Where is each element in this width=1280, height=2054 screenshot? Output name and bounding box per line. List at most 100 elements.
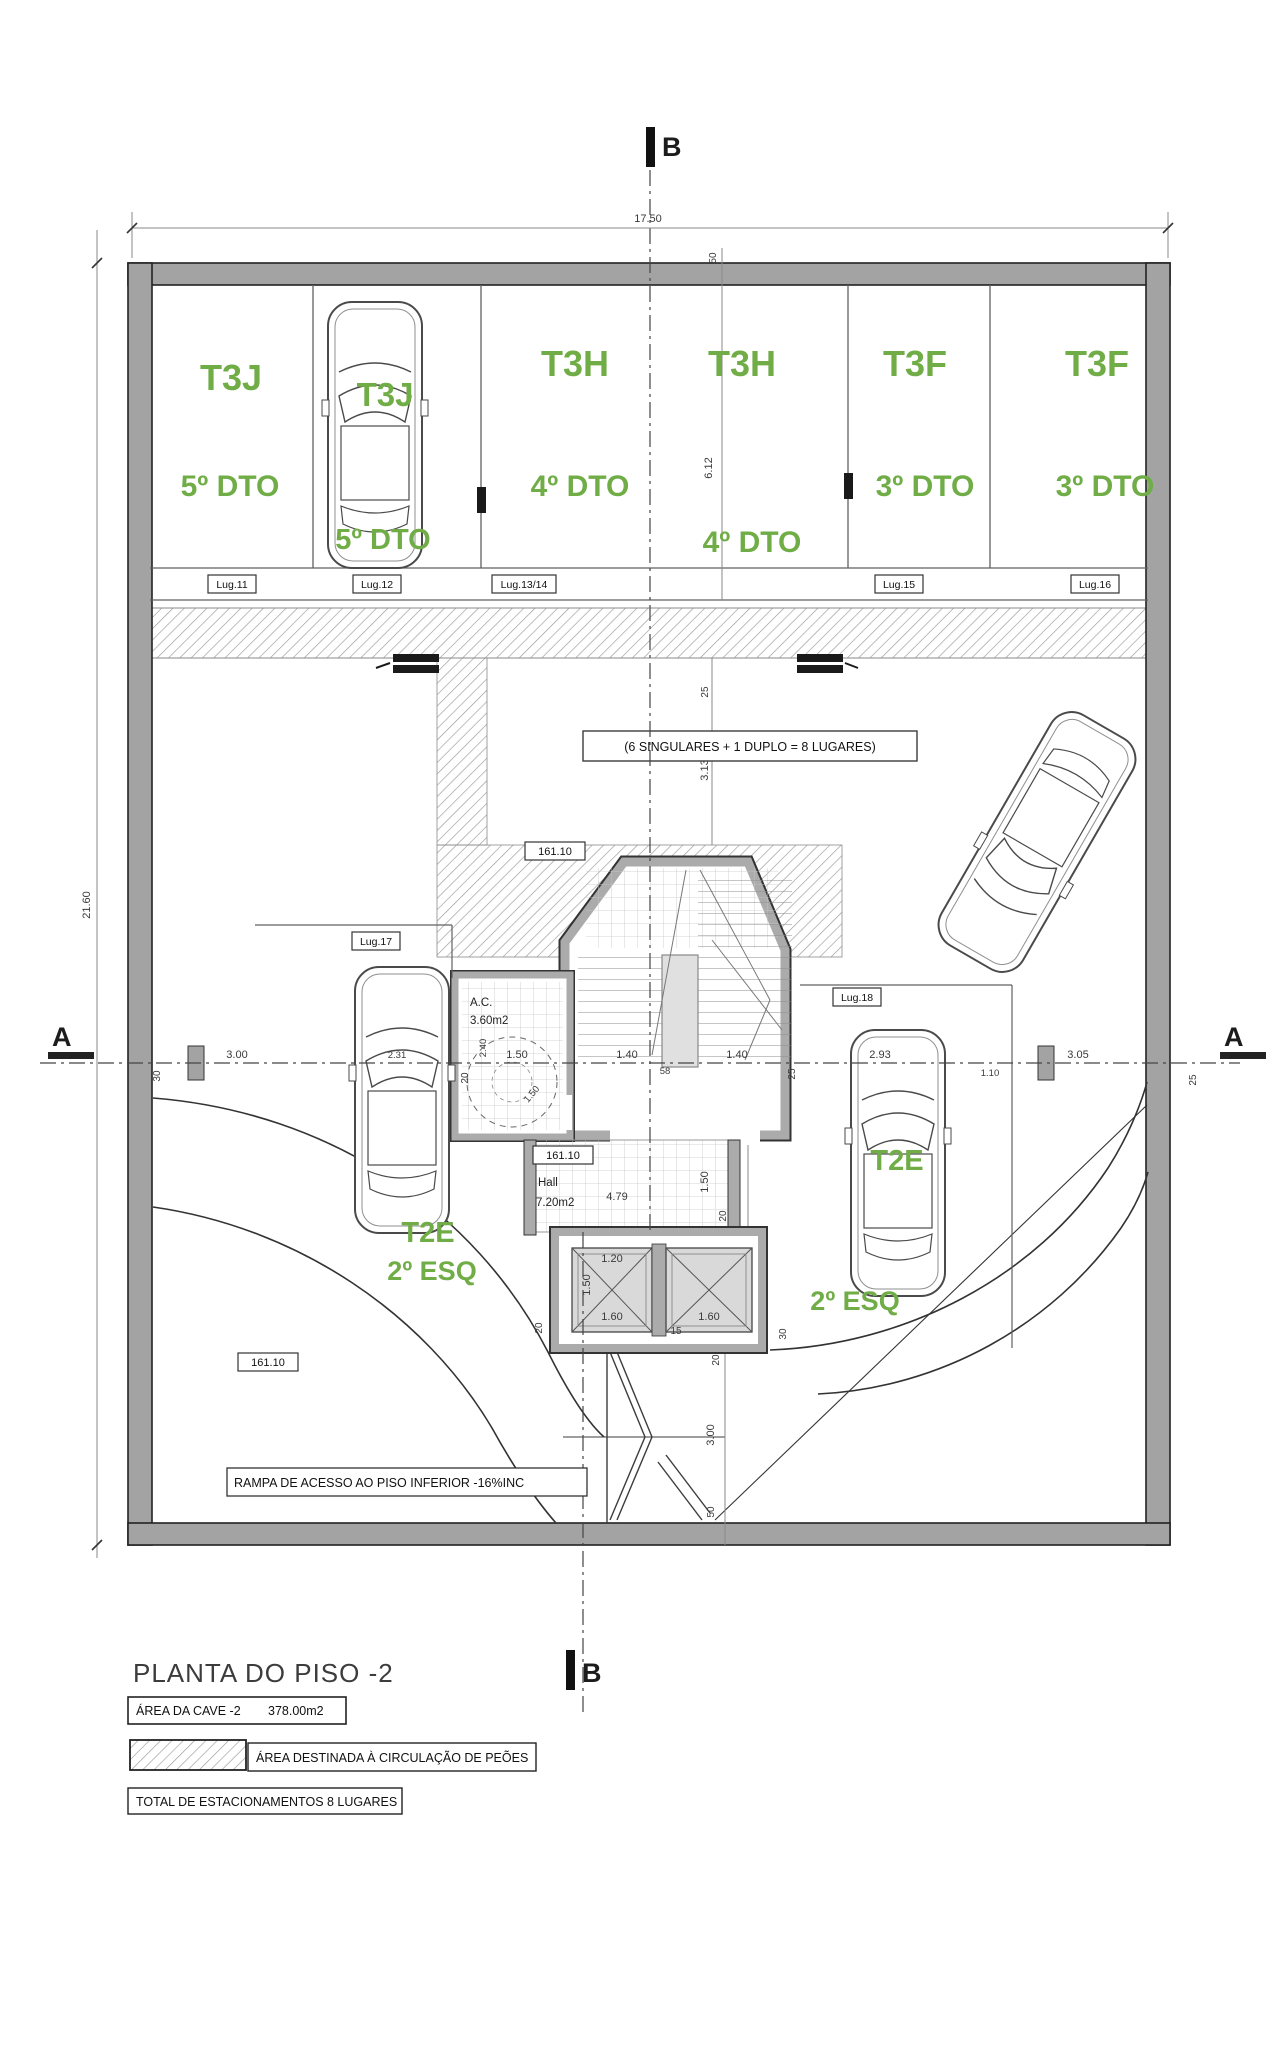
unit-label-t3h: T3H <box>541 343 609 384</box>
dim-lift-30: 30 <box>778 1328 789 1340</box>
ramp-note: RAMPA DE ACESSO AO PISO INFERIOR -16%INC <box>226 1467 588 1497</box>
unit-label-t2e-left: T2E <box>401 1217 454 1249</box>
floor-label-4dto: 4º DTO <box>531 470 630 503</box>
legend-cave-area: ÁREA DA CAVE -2 378.00m2 <box>127 1696 347 1725</box>
legend-total: TOTAL DE ESTACIONAMENTOS 8 LUGARES <box>127 1787 403 1815</box>
dim-ramp-20: 20 <box>711 1354 722 1366</box>
ramp-note-text: RAMPA DE ACESSO AO PISO INFERIOR -16%INC <box>234 1476 524 1490</box>
dim-row-110: 1.10 <box>981 1068 1000 1079</box>
dim-hall-150: 1.50 <box>699 1171 711 1192</box>
level-value: 161.10 <box>538 846 572 858</box>
section-marker-b-bottom: B <box>566 1650 602 1690</box>
dim-lift-150: 1.50 <box>581 1274 593 1295</box>
unit-label-t3f-2: T3F <box>1065 343 1129 384</box>
section-letter-b: B <box>662 132 682 162</box>
double-door-symbol <box>375 654 439 673</box>
level-marker-hall: 161.10 <box>532 1145 594 1165</box>
column-pillar <box>477 487 486 513</box>
stall-id-lug12: Lug.12 <box>352 574 402 594</box>
legend-total-label: TOTAL DE ESTACIONAMENTOS 8 LUGARES <box>136 1795 397 1809</box>
stall-id-lug11: Lug.11 <box>207 574 257 594</box>
floor-label-2esq-right: 2º ESQ <box>810 1286 899 1316</box>
section-letter-a: A <box>1224 1022 1244 1052</box>
dim-ramp-50: 50 <box>706 1506 717 1518</box>
stall-depth-dimension: 50 6.12 <box>703 248 723 600</box>
plan-title: PLANTA DO PISO -2 <box>133 1658 394 1688</box>
parking-stall-lines <box>150 285 1148 601</box>
dim-row-240: 2.40 <box>478 1039 489 1058</box>
dim-ramp-300: 3.00 <box>705 1424 717 1445</box>
duct-circle <box>466 1036 558 1128</box>
legend-circulation: ÁREA DESTINADA À CIRCULAÇÃO DE PEÕES <box>129 1739 537 1772</box>
car-top-view-turning <box>923 699 1151 985</box>
section-marker-a-right: A <box>1220 1022 1266 1059</box>
double-door-symbol <box>797 654 859 673</box>
exterior-walls <box>127 262 1171 1546</box>
level-marker-ramp: 161.10 <box>237 1352 299 1372</box>
stall-id-lug16: Lug.16 <box>1070 574 1120 594</box>
dim-lift-120: 1.20 <box>601 1253 622 1265</box>
unit-label-t2e-right: T2E <box>870 1145 923 1177</box>
hall-area: 7.20m2 <box>536 1197 574 1209</box>
stall-id-text: Lug.15 <box>883 579 915 591</box>
hall: 161.10 Hall 7.20m2 4.79 1.50 20 <box>523 1139 749 1236</box>
hatch-swatch <box>129 1739 247 1771</box>
overall-dimensions <box>91 212 1174 1558</box>
dim-row-305: 3.05 <box>1067 1049 1088 1061</box>
floor-label-2esq-left: 2º ESQ <box>387 1256 476 1286</box>
dim-row-300: 3.00 <box>226 1049 247 1061</box>
aa-dimension-row: 30 3.00 2.31 20 2.40 1.50 1.40 58 1.40 2… <box>152 1039 1199 1086</box>
stall-id-text: Lug.12 <box>361 579 393 591</box>
unit-label-t3h-2: T3H <box>708 343 776 384</box>
stall-id-labels: Lug.11 Lug.12 Lug.13/14 Lug.15 Lug.16 Lu… <box>207 574 1120 1007</box>
legend-circulation-label: ÁREA DESTINADA À CIRCULAÇÃO DE PEÕES <box>256 1750 528 1765</box>
dim-row-58: 58 <box>660 1066 671 1077</box>
dim-row-30: 30 <box>152 1070 163 1082</box>
unit-label-t3j-car: T3J <box>357 376 414 413</box>
stair-newel <box>661 954 699 1068</box>
legend-cave-label: ÁREA DA CAVE -2 <box>136 1703 241 1718</box>
ac-room: A.C. 3.60m2 1.50 <box>450 970 575 1142</box>
dim-total-width: 17.50 <box>634 213 662 225</box>
stair-guide-lines <box>651 869 783 1061</box>
capacity-note: (6 SINGULARES + 1 DUPLO = 8 LUGARES) <box>582 730 918 762</box>
floor-label-5dto: 5º DTO <box>181 470 280 503</box>
stall-id-text: Lug.16 <box>1079 579 1111 591</box>
dim-total-height: 21.60 <box>81 891 93 919</box>
dim-mid-25: 25 <box>700 686 711 698</box>
hall-name: Hall <box>538 1177 558 1189</box>
apartment-labels: T3J T3J T3H T3H T3F T3F 5º DTO 5º DTO 4º… <box>181 343 1155 1316</box>
car-top-view <box>348 966 456 1234</box>
ramp-dimension: 20 3.00 50 <box>705 1348 726 1545</box>
side-stall-lines <box>255 924 1013 1348</box>
level-value: 161.10 <box>546 1150 580 1162</box>
level-marker-core: 161.10 <box>524 841 586 861</box>
ac-door-opening <box>560 1095 572 1130</box>
level-value: 161.10 <box>251 1357 285 1369</box>
section-marker-a-left: A <box>48 1022 94 1059</box>
unit-label-t3f: T3F <box>883 343 947 384</box>
floor-label-3dto: 3º DTO <box>876 470 975 503</box>
dim-row-20: 20 <box>460 1072 471 1084</box>
dim-row-140a: 1.40 <box>616 1049 637 1061</box>
stair-core <box>558 855 792 1142</box>
core-opening <box>610 1128 760 1142</box>
dim-lift-20: 20 <box>534 1322 545 1334</box>
dim-row-293: 2.93 <box>869 1049 890 1061</box>
dim-row-231: 2.31 <box>388 1050 407 1061</box>
dim-hall-479: 4.79 <box>606 1191 627 1203</box>
dim-row-25b: 25 <box>1188 1074 1199 1086</box>
floor-label-5dto-car: 5º DTO <box>335 524 430 556</box>
unit-label-t3j: T3J <box>200 357 262 398</box>
dim-mid-313: 3.13 <box>699 759 711 780</box>
floor-label-4dto-2: 4º DTO <box>703 526 802 559</box>
stall-id-text: Lug.11 <box>216 579 247 591</box>
stall-id-text: Lug.18 <box>841 992 873 1004</box>
dim-lift-160b: 1.60 <box>698 1311 719 1323</box>
ramp-direction-arrows <box>563 1348 725 1523</box>
elevator-shaft <box>665 1247 753 1333</box>
dim-stall-50: 50 <box>708 252 719 264</box>
dim-lift-160a: 1.60 <box>601 1311 622 1323</box>
legend: PLANTA DO PISO -2 ÁREA DA CAVE -2 378.00… <box>127 1658 537 1815</box>
